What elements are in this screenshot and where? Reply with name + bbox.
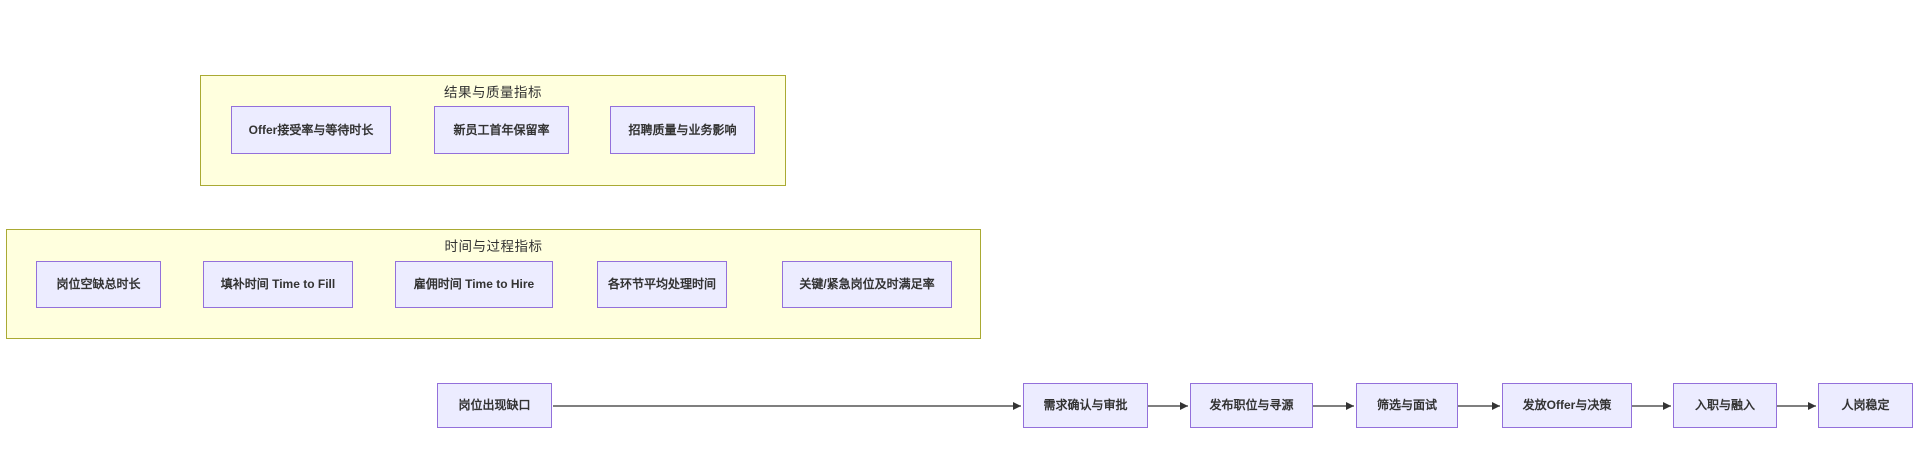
- node-onboarding-integration: 入职与融入: [1673, 383, 1777, 428]
- node-screening-interview: 筛选与面试: [1356, 383, 1458, 428]
- node-vacancy-opens: 岗位出现缺口: [437, 383, 552, 428]
- cluster-time-process-title: 时间与过程指标: [444, 239, 543, 254]
- node-stage-average-processing-time: 各环节平均处理时间: [597, 261, 727, 308]
- node-offer-decision: 发放Offer与决策: [1502, 383, 1632, 428]
- node-offer-acceptance-wait-time: Offer接受率与等待时长: [231, 106, 391, 154]
- node-person-role-stability: 人岗稳定: [1818, 383, 1913, 428]
- node-hiring-quality-business-impact: 招聘质量与业务影响: [610, 106, 755, 154]
- node-job-posting-sourcing: 发布职位与寻源: [1190, 383, 1313, 428]
- node-vacancy-total-duration: 岗位空缺总时长: [36, 261, 161, 308]
- cluster-results-quality-title: 结果与质量指标: [444, 85, 542, 100]
- node-demand-confirmation-approval: 需求确认与审批: [1023, 383, 1148, 428]
- node-critical-urgent-fill-rate: 关键/紧急岗位及时满足率: [782, 261, 952, 308]
- node-time-to-fill: 填补时间 Time to Fill: [203, 261, 353, 308]
- node-time-to-hire: 雇佣时间 Time to Hire: [395, 261, 553, 308]
- node-new-hire-first-year-retention: 新员工首年保留率: [434, 106, 569, 154]
